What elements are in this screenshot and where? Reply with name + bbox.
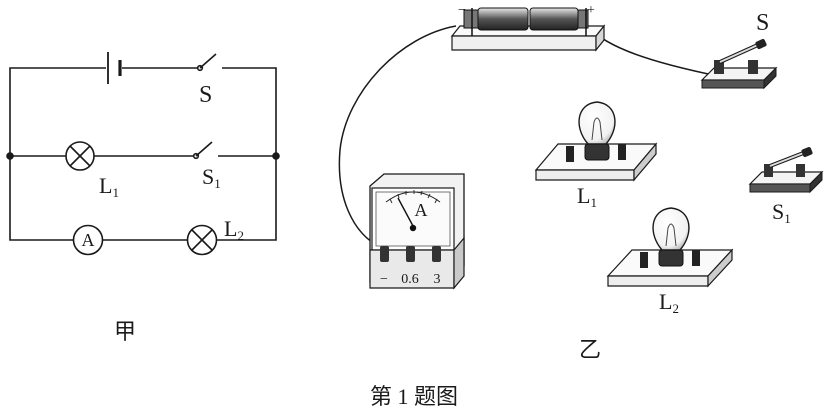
switch-s1-label-right: S1: [772, 199, 791, 226]
switch-s1-sub-right: 1: [784, 211, 791, 226]
switch-s1-letter-right: S: [772, 199, 784, 224]
ammeter-object: [369, 173, 465, 290]
switch-s1-symbol: [192, 141, 213, 160]
switch-s-label-right: S: [756, 10, 769, 36]
switch-s-symbol: [196, 53, 217, 72]
lamp-l2-label-right: L2: [659, 289, 679, 316]
wire-top-right: [222, 67, 277, 156]
lamp-l1-symbol: [65, 141, 95, 171]
lamp-l1-sub-right: 1: [590, 195, 597, 210]
panel-jia-label: 甲: [114, 319, 136, 344]
battery-plus-sign: +: [587, 3, 595, 18]
lamp-l1-sub-left: 1: [112, 185, 119, 200]
switch-s1-object: [748, 147, 824, 194]
lamp-l2-sub-right: 2: [672, 301, 679, 316]
wire-battery-to-ammeter: [338, 25, 457, 249]
lamp-l2-symbol: [186, 224, 218, 256]
ammeter-letter-left: A: [82, 230, 95, 250]
lamp-l1-label-left: L1: [99, 173, 119, 200]
lamp-l1-letter-right: L: [577, 183, 590, 208]
battery-holder: [450, 7, 606, 52]
junction-dot-left: [6, 152, 14, 160]
schematic-diagram: [6, 52, 280, 256]
lamp-l1-letter-left: L: [99, 173, 112, 198]
ammeter-terminal-0-6: 0.6: [401, 272, 419, 287]
switch-s1-sub-left: 1: [214, 176, 221, 191]
junction-dot-right: [272, 152, 280, 160]
ammeter-face-letter: A: [415, 200, 428, 220]
panel-yi-label: 乙: [579, 337, 601, 362]
ammeter-terminal-minus: −: [380, 272, 388, 287]
lamp-l2-letter-left: L: [224, 216, 237, 241]
switch-s1-letter-left: S: [202, 164, 214, 189]
switch-s-object: [700, 38, 778, 90]
lamp-l1-object: [534, 101, 658, 182]
switch-s-label-left: S: [199, 82, 212, 108]
wire-bottom-left: [9, 156, 73, 241]
lamp-l2-letter-right: L: [659, 289, 672, 314]
lamp-l2-object: [606, 207, 734, 288]
battery-symbol: [107, 52, 122, 84]
figure-caption: 第 1 题图: [370, 384, 458, 409]
lamp-l2-sub-left: 2: [237, 228, 244, 243]
switch-s1-label-left: S1: [202, 164, 221, 191]
lamp-l1-label-right: L1: [577, 183, 597, 210]
battery-minus-sign: −: [458, 3, 466, 18]
ammeter-terminal-3: 3: [434, 272, 441, 287]
lamp-l2-label-left: L2: [224, 216, 244, 243]
wire-bottom-right: [217, 156, 277, 241]
ammeter-symbol: [72, 224, 104, 256]
wire-top-left: [9, 67, 106, 156]
